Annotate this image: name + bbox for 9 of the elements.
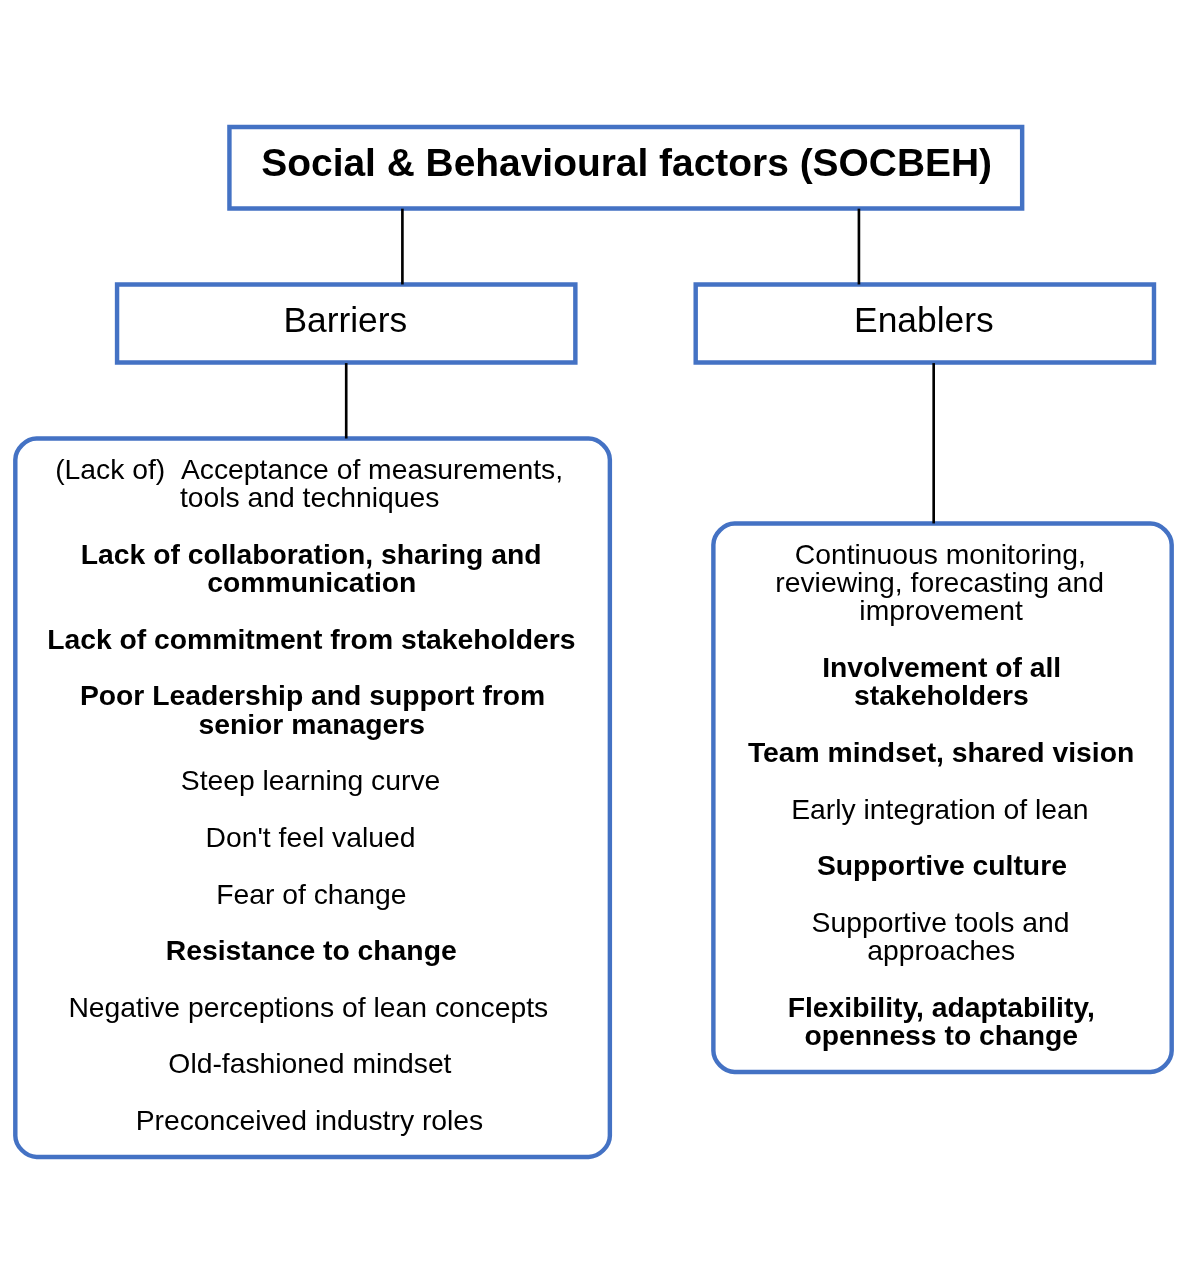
connector (857, 208, 861, 285)
connector (344, 363, 348, 439)
connector (401, 208, 404, 285)
connector (932, 363, 935, 524)
node-box: (Lack of) Acceptance of measurements, tools and techniques Lack of collaboration, sharing and communication Lack of commitment from stakeholders Poor Leadership and support from senior managers Steep learning curve Don't feel valued Fear of change Resistance to change Negative perceptions of lean concepts Old-fashioned mindset Preconceived industry roles (13, 436, 613, 1160)
node-box: Continuous monitoring, reviewing, forecasting and improvement Involvement of all stakeholders Team mindset, shared vision Early integration of lean Supportive culture Supportive tools and approaches Flexibility, adaptability, openness to change (711, 521, 1174, 1075)
node-box: Social & Behavioural factors (SOCBEH) (227, 124, 1025, 211)
node-box: Barriers (114, 282, 578, 365)
node-box: Enablers (693, 282, 1157, 365)
